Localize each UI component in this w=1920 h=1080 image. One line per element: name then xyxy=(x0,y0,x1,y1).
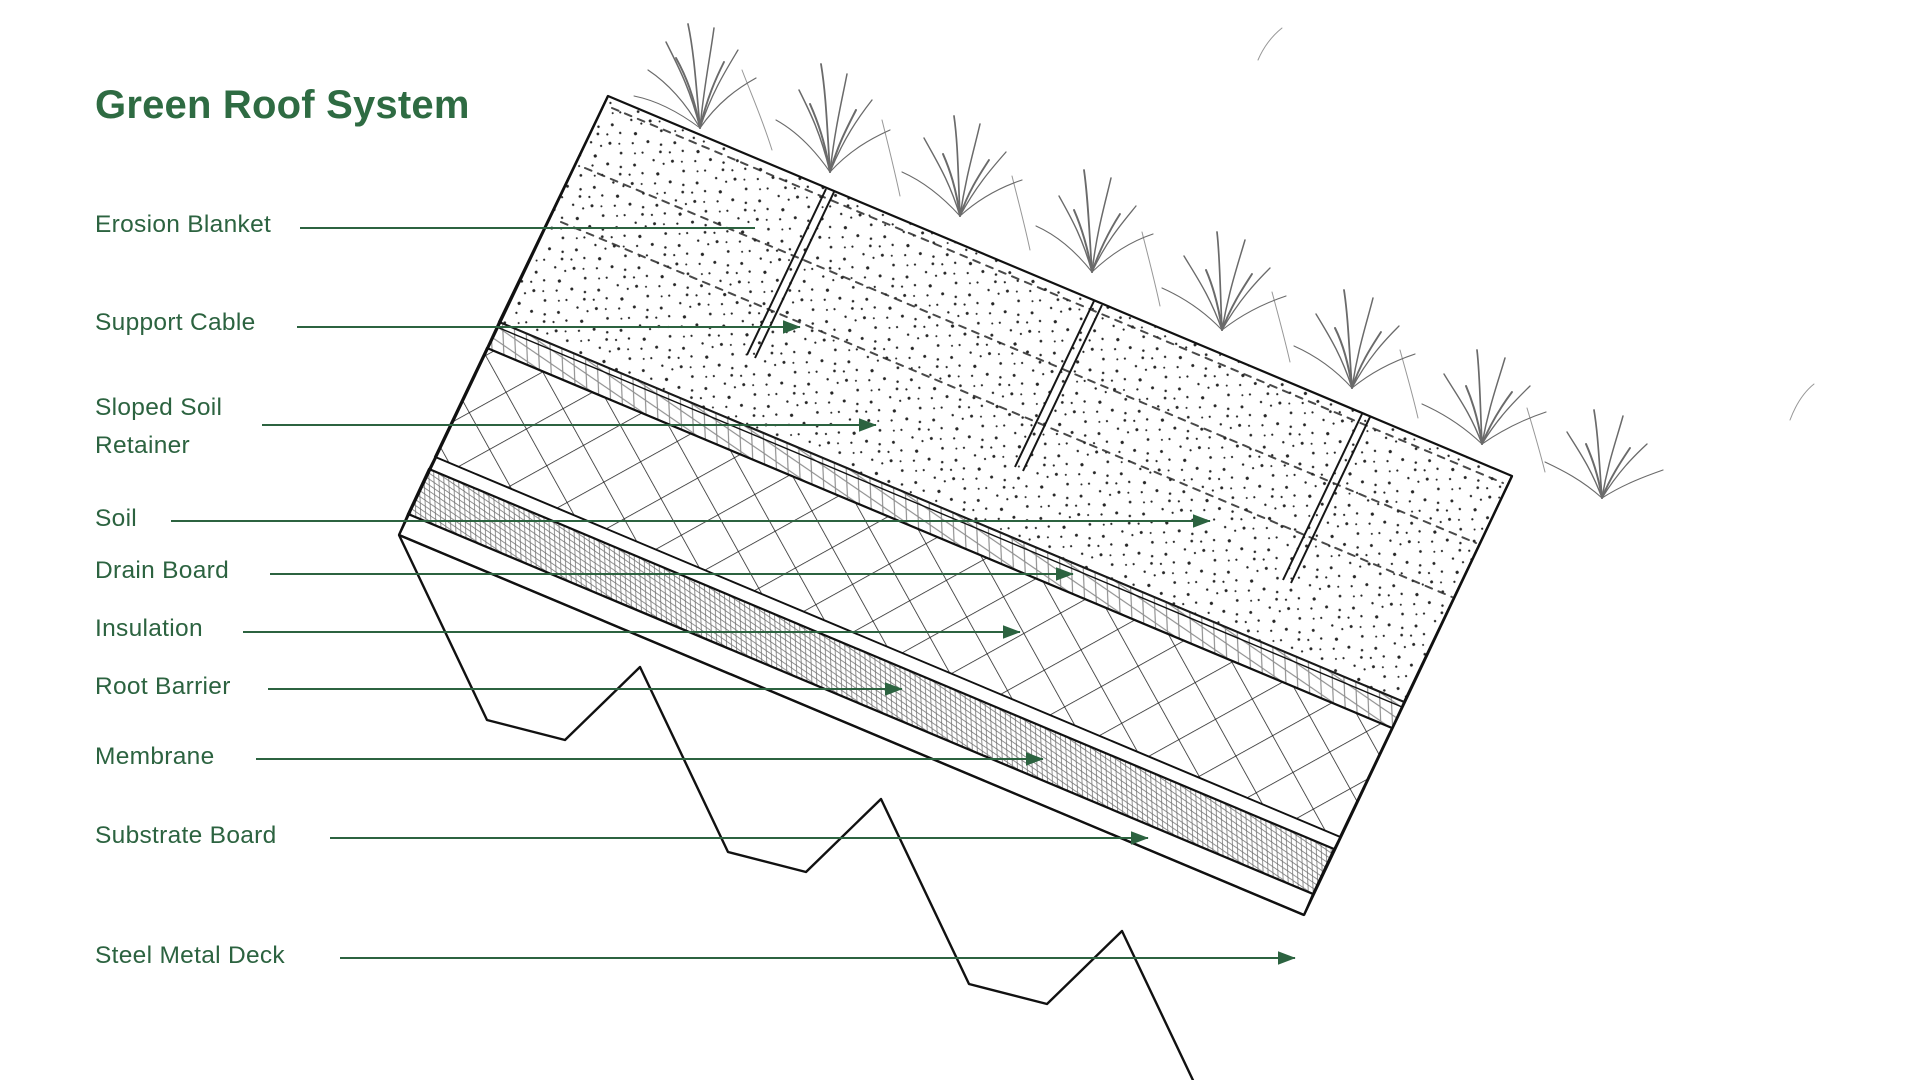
callout-support-cable: Support Cable xyxy=(95,309,801,336)
callout-label-support-cable: Support Cable xyxy=(95,309,256,336)
callout-erosion-blanket: Erosion Blanket xyxy=(95,211,755,238)
layer-erosion-blanket xyxy=(560,107,1504,598)
layer-steel-metal-deck xyxy=(397,534,1195,1080)
grass-tufts xyxy=(633,23,1815,499)
assembly-left-edge xyxy=(397,95,610,536)
callout-steel-metal-deck: Steel Metal Deck xyxy=(95,942,1296,969)
deck-top-plate xyxy=(398,533,1305,917)
callout-label-insulation: Insulation xyxy=(95,615,203,642)
callout-root-barrier: Root Barrier xyxy=(95,673,903,700)
callout-insulation: Insulation xyxy=(95,615,1021,642)
callout-label-sloped-soil-retainer-line2: Retainer xyxy=(95,432,190,459)
callout-label-erosion-blanket: Erosion Blanket xyxy=(95,211,271,238)
callout-soil: Soil xyxy=(95,505,1211,532)
callout-substrate-board: Substrate Board xyxy=(95,822,1149,849)
callout-label-root-barrier: Root Barrier xyxy=(95,673,231,700)
callout-label-membrane: Membrane xyxy=(95,743,215,770)
callout-label-steel-metal-deck: Steel Metal Deck xyxy=(95,942,285,969)
callout-label-soil: Soil xyxy=(95,505,137,532)
callout-drain-board: Drain Board xyxy=(95,557,1074,584)
callout-membrane: Membrane xyxy=(95,743,1044,770)
page-title: Green Roof System xyxy=(95,83,470,127)
callout-label-drain-board: Drain Board xyxy=(95,557,229,584)
assembly-right-edge xyxy=(1302,475,1514,916)
roof-assembly xyxy=(397,94,1514,1080)
callout-label-substrate-board: Substrate Board xyxy=(95,822,277,849)
callout-label-sloped-soil-retainer: Sloped Soil xyxy=(95,394,222,421)
